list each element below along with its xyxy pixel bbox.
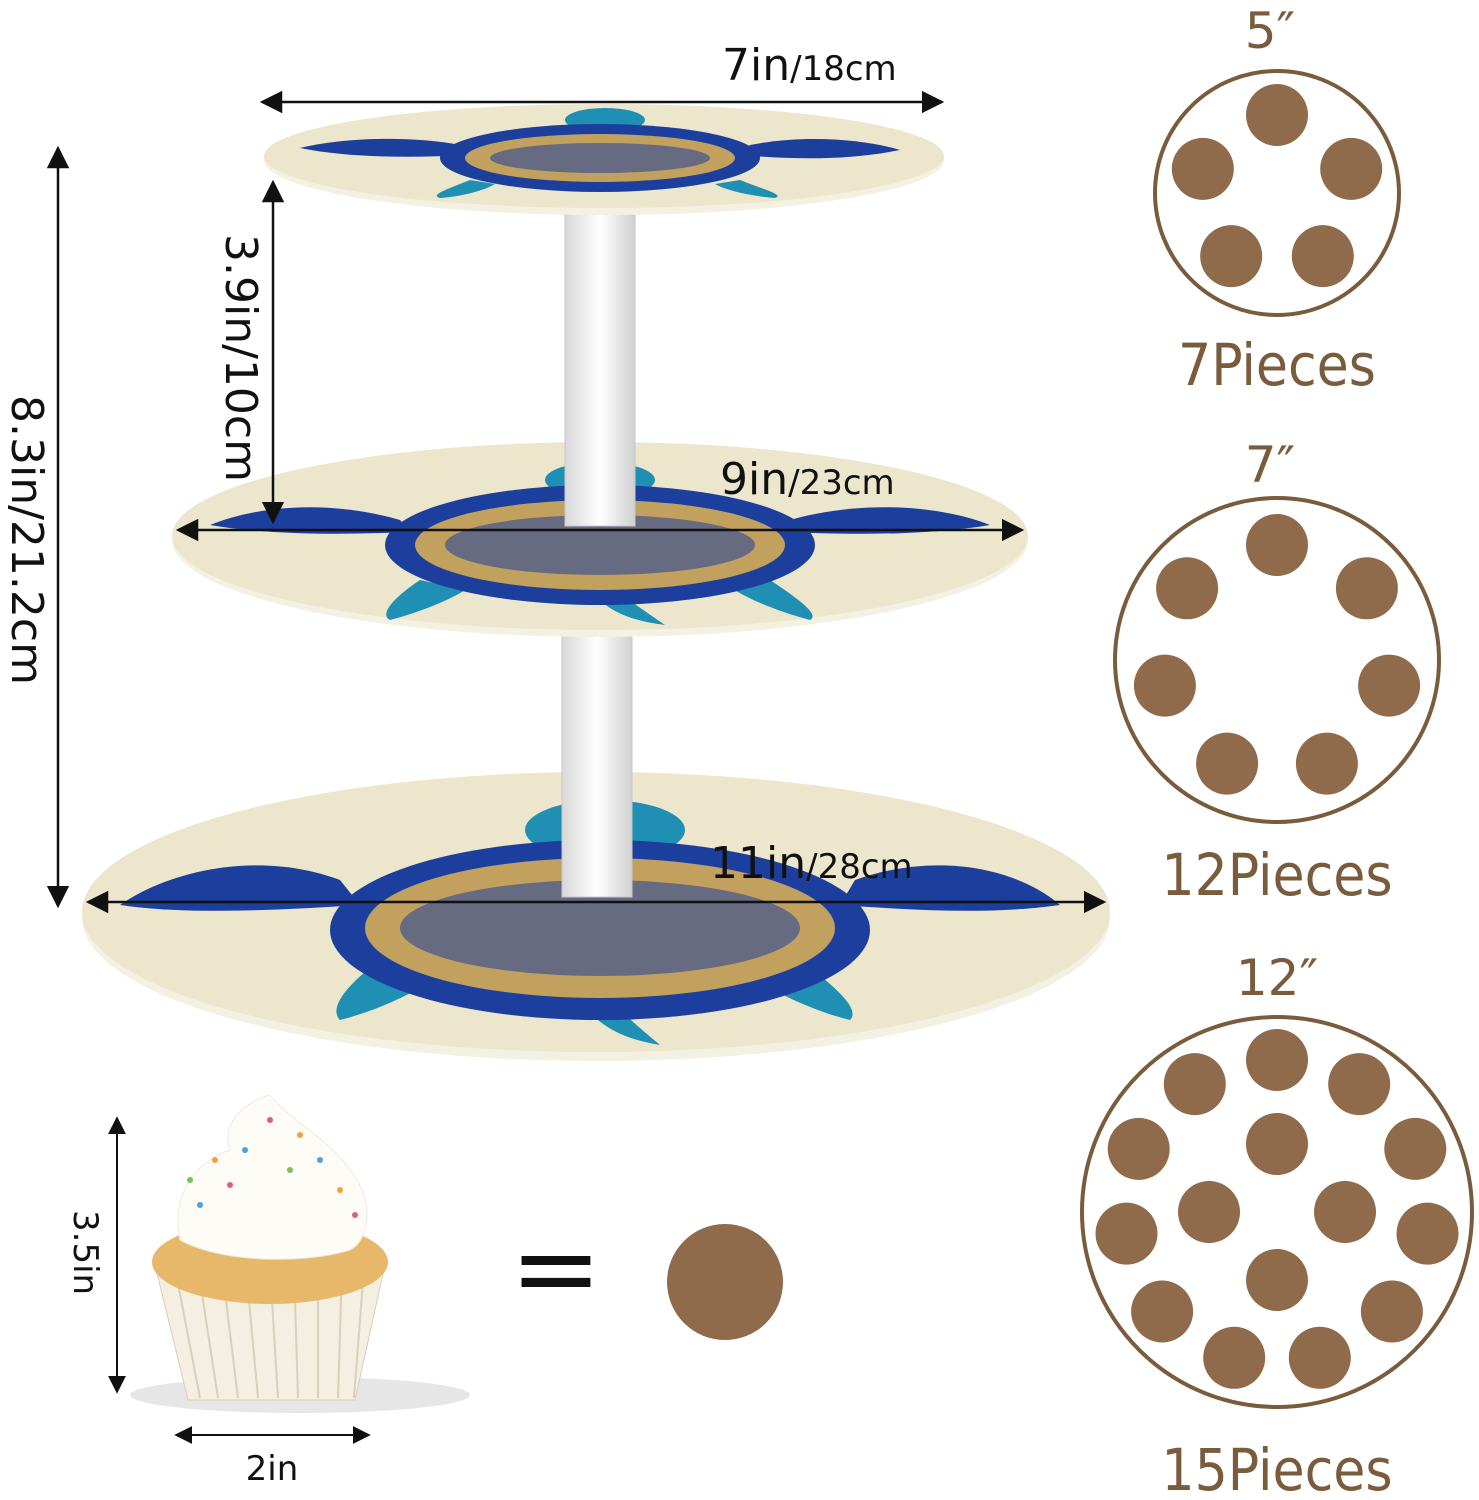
cupcake-slot-dot [1156,557,1219,620]
total-height-label: 8.3in/21.2cm [1,395,52,685]
cupcake-slot-dot [1246,1029,1308,1091]
top-width-label: 7in/18cm [722,40,897,91]
cupcake-slot-dot [1133,654,1196,717]
cupcake-slot-dot [1178,1181,1240,1243]
top-tier [264,104,944,215]
cupcake-slot-dot [1246,1113,1308,1175]
tier-outline-12in [1080,1015,1474,1409]
cupcake-slot-dot [1107,1117,1170,1180]
bottom-width-label: 11in/28cm [710,838,913,889]
cupcake-slot-dot [1200,225,1263,288]
capacity-pieces-7in: 12Pieces [1161,841,1392,909]
cupcake-slot-dot [1320,137,1383,200]
cupcake-width-label: 2in [246,1449,299,1489]
cupcake-slot-dot [1288,1326,1351,1389]
support-rod-upper [564,213,636,527]
capacity-pieces-12in: 15Pieces [1161,1436,1392,1500]
capacity-size-12in: 12″ [1236,949,1318,1007]
turtle-illustration-top [300,108,900,198]
cupcake-slot-dot [1295,732,1358,795]
cupcake-slot-dot [1358,654,1421,717]
tier-outline-5in [1153,69,1401,317]
tier-outline-7in [1113,496,1441,824]
middle-width-label: 9in/23cm [720,454,895,505]
cupcake-slot-dot [1203,1326,1266,1389]
cupcake-slot-dot [1196,732,1259,795]
cupcake-slot-dot [1131,1280,1194,1343]
cupcake-slot-dot [1328,1053,1391,1116]
cupcake-slot-dot [1335,557,1398,620]
cupcake-slot-dot [1246,514,1308,576]
cupcake-slot-dot [1384,1117,1447,1180]
capacity-5in: 5″ 7Pieces [1153,2,1401,399]
capacity-12in: 12″ 15Pieces [1080,949,1474,1500]
support-rod-lower [561,634,633,898]
capacity-size-5in: 5″ [1245,2,1296,60]
cupcake-slot-dot [1171,137,1234,200]
tier-gap-label: 3.9in/10cm [215,234,266,482]
cupcake-height-label: 3.5in [65,1210,105,1295]
equals-sign: = [510,1204,602,1332]
capacity-pieces-5in: 7Pieces [1178,331,1376,399]
cupcake-slot-dot [1360,1280,1423,1343]
cupcake-illustration [130,1094,470,1413]
cupcake-slot-dot [1095,1202,1158,1265]
cupcake-slot-dot [1396,1202,1459,1265]
single-cupcake-dot [667,1224,783,1340]
cupcake-slot-dot [1246,1249,1308,1311]
capacity-size-7in: 7″ [1245,436,1296,494]
cupcake-slot-dot [1163,1053,1226,1116]
capacity-7in: 7″ 12Pieces [1113,436,1441,909]
cupcake-slot-dot [1246,84,1308,146]
cupcake-slot-dot [1291,225,1354,288]
cupcake-slot-dot [1314,1181,1376,1243]
